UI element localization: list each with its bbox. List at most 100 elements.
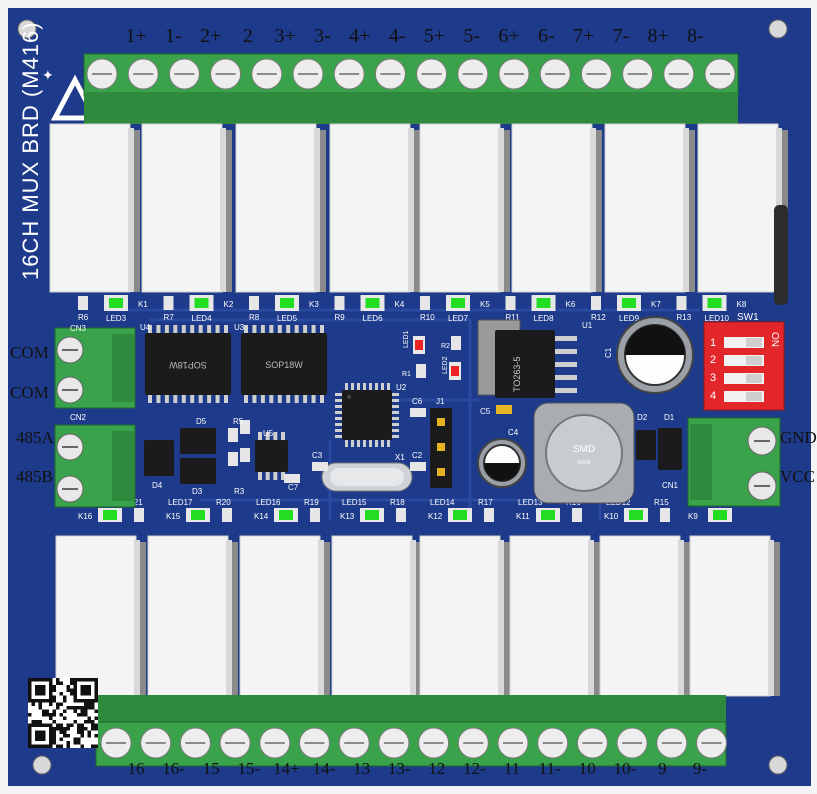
inductor-marking-2: mmb bbox=[577, 460, 591, 466]
chip-u3-ref: U3 bbox=[234, 323, 245, 332]
qr-code bbox=[28, 678, 98, 748]
top-terminal-label: 1+ bbox=[125, 25, 146, 47]
dip-num-2: 2 bbox=[710, 354, 716, 366]
svg-text:R1: R1 bbox=[402, 371, 411, 378]
bottom-terminal-label: 16 bbox=[128, 759, 145, 778]
relay bbox=[599, 535, 690, 697]
svg-text:LED13: LED13 bbox=[518, 498, 543, 507]
svg-text:K7: K7 bbox=[651, 300, 661, 309]
svg-text:R21: R21 bbox=[128, 498, 143, 507]
svg-text:K3: K3 bbox=[309, 300, 319, 309]
gnd-label: GND bbox=[780, 428, 817, 447]
svg-text:K13: K13 bbox=[340, 512, 355, 521]
top-terminal-label: 2+ bbox=[200, 25, 221, 47]
svg-text:K12: K12 bbox=[428, 512, 443, 521]
relay bbox=[147, 535, 238, 697]
svg-text:K4: K4 bbox=[395, 300, 405, 309]
relay bbox=[419, 535, 510, 697]
status-led bbox=[707, 298, 722, 308]
relay bbox=[329, 123, 420, 293]
svg-text:LED1: LED1 bbox=[403, 330, 410, 348]
svg-text:R5: R5 bbox=[233, 417, 244, 426]
status-led bbox=[541, 510, 555, 520]
relay bbox=[55, 535, 146, 697]
svg-text:D1: D1 bbox=[664, 413, 675, 422]
bottom-terminal-label: 10 bbox=[579, 759, 596, 778]
relay bbox=[419, 123, 510, 293]
top-terminal-label: 7- bbox=[613, 25, 630, 47]
status-led bbox=[109, 298, 123, 308]
svg-text:C1: C1 bbox=[604, 347, 613, 358]
svg-text:R2: R2 bbox=[441, 343, 450, 350]
svg-text:K5: K5 bbox=[480, 300, 490, 309]
svg-text:R15: R15 bbox=[654, 498, 669, 507]
svg-text:D4: D4 bbox=[152, 481, 163, 490]
chip-u3: SOP18W U3 bbox=[234, 323, 327, 403]
dip-on-text: ON bbox=[769, 332, 780, 347]
chip-u2: U2 bbox=[335, 383, 407, 447]
bottom-terminal-label: 13 bbox=[353, 759, 370, 778]
svg-text:LED16: LED16 bbox=[256, 498, 281, 507]
svg-text:X1: X1 bbox=[395, 453, 405, 462]
antenna-stub bbox=[774, 205, 788, 305]
status-led bbox=[194, 298, 209, 308]
chip-u1-marking: TO263-5 bbox=[512, 357, 522, 392]
svg-text:LED2: LED2 bbox=[442, 356, 449, 374]
svg-text:✦: ✦ bbox=[42, 67, 54, 83]
inductor-marking-1: SMD bbox=[573, 444, 595, 455]
status-led bbox=[713, 510, 727, 520]
top-terminal-label: 5+ bbox=[424, 25, 445, 47]
top-terminal-label: 4+ bbox=[349, 25, 370, 47]
svg-text:R11: R11 bbox=[506, 313, 521, 322]
svg-text:C7: C7 bbox=[288, 483, 299, 492]
cn3-ref: CN3 bbox=[70, 324, 87, 333]
svg-text:C5: C5 bbox=[480, 407, 491, 416]
bottom-terminal-label: 15 bbox=[203, 759, 220, 778]
svg-text:R7: R7 bbox=[164, 313, 175, 322]
bottom-relay-row bbox=[55, 535, 780, 697]
bottom-terminal-label: 12- bbox=[463, 759, 486, 778]
bottom-terminal-label: 9 bbox=[658, 759, 667, 778]
status-led bbox=[453, 510, 467, 520]
status-led bbox=[536, 298, 551, 308]
relay bbox=[509, 535, 600, 697]
status-led bbox=[191, 510, 205, 520]
left-connector-labels: COM COM 485A 485B bbox=[10, 343, 55, 486]
svg-text:LED8: LED8 bbox=[534, 314, 555, 323]
status-led bbox=[279, 510, 293, 520]
chip-u4: SOP18W U4 bbox=[140, 323, 231, 403]
bottom-terminal-label: 11- bbox=[539, 759, 561, 778]
cn2-ref: CN2 bbox=[70, 413, 87, 422]
chip-u5: U5 bbox=[255, 429, 288, 480]
top-terminal-label: 6- bbox=[538, 25, 555, 47]
svg-text:R13: R13 bbox=[677, 313, 692, 322]
svg-text:D5: D5 bbox=[196, 417, 207, 426]
svg-text:K14: K14 bbox=[254, 512, 269, 521]
svg-text:R9: R9 bbox=[335, 313, 346, 322]
top-terminal-label: 3+ bbox=[275, 25, 296, 47]
bottom-terminal-label: 9- bbox=[693, 759, 708, 778]
svg-text:R8: R8 bbox=[249, 313, 260, 322]
top-terminal-label: 8- bbox=[687, 25, 704, 47]
status-led bbox=[451, 298, 465, 308]
svg-text:LED5: LED5 bbox=[277, 314, 298, 323]
top-terminal-strip bbox=[83, 53, 739, 124]
svg-text:K6: K6 bbox=[566, 300, 576, 309]
relay bbox=[511, 123, 602, 293]
top-terminal-label: 6+ bbox=[498, 25, 519, 47]
chip-u2-ref: U2 bbox=[396, 383, 407, 392]
crystal-x1: X1 bbox=[321, 453, 413, 492]
svg-text:LED9: LED9 bbox=[619, 314, 640, 323]
chip-u5-ref: U5 bbox=[263, 429, 274, 438]
dip-num-4: 4 bbox=[710, 390, 716, 402]
top-terminal-label: 5- bbox=[463, 25, 480, 47]
diodes: D5 D3 D4 D2 D1 bbox=[144, 413, 682, 496]
chip-u1-ref: U1 bbox=[582, 321, 593, 330]
top-terminal-label: 4- bbox=[389, 25, 406, 47]
cn1-ref: CN1 bbox=[662, 481, 679, 490]
svg-text:C3: C3 bbox=[312, 451, 323, 460]
inductor: SMD mmb bbox=[533, 402, 635, 504]
